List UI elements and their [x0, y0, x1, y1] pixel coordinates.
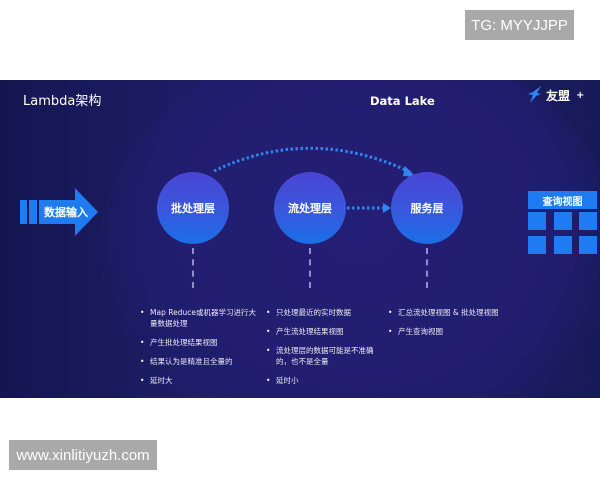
logo: 友盟 + — [527, 85, 584, 105]
logo-brand: 友盟 — [546, 88, 571, 103]
bullet-item: 结果认为是精准且全量的 — [140, 356, 260, 367]
bullet-item: 延时大 — [140, 375, 260, 386]
stream-layer-bullets: 只处理最近的实时数据 产生流处理结果视图 流处理层的数据可能是不准确的，也不是全… — [266, 307, 386, 394]
query-view-label: 查询视图 — [528, 191, 597, 209]
stream-layer-label: 流处理层 — [288, 202, 332, 215]
serving-layer-bullets: 汇总流处理视图 & 批处理视图 产生查询视图 — [388, 307, 518, 345]
logo-plus: + — [576, 89, 585, 101]
arrow-right-icon — [20, 188, 98, 236]
watermark-top: TG: MYYJJPP — [465, 10, 574, 40]
serving-layer-node: 服务层 — [391, 172, 463, 244]
stream-layer-node: 流处理层 — [274, 172, 346, 244]
lambda-architecture-slide: Lambda架构 Data Lake 友盟 + 数据输入 批处理层 流处理层 服… — [0, 80, 600, 398]
bullet-item: 汇总流处理视图 & 批处理视图 — [388, 307, 518, 318]
stream-connector — [309, 248, 311, 288]
watermark-bottom: www.xinlitiyuzh.com — [9, 440, 157, 470]
query-tile — [528, 212, 546, 230]
query-view-tiles — [528, 212, 597, 254]
bullet-item: 只处理最近的实时数据 — [266, 307, 386, 318]
batch-to-serve-arrow — [213, 146, 411, 174]
serving-layer-label: 服务层 — [410, 202, 444, 215]
query-tile — [553, 212, 572, 230]
query-tile — [579, 236, 597, 254]
batch-connector — [192, 248, 194, 288]
batch-layer-node: 批处理层 — [157, 172, 229, 244]
bullet-item: 产生批处理结果视图 — [140, 337, 260, 348]
arrowhead-icon — [383, 203, 391, 213]
serve-connector — [426, 248, 428, 288]
data-lake-label: Data Lake — [370, 94, 435, 108]
query-tile — [528, 236, 546, 254]
bullet-item: Map Reduce或机器学习进行大量数据处理 — [140, 307, 260, 329]
query-tile — [553, 236, 572, 254]
batch-layer-label: 批处理层 — [171, 202, 215, 215]
slide-title: Lambda架构 — [23, 94, 102, 109]
bullet-item: 产生流处理结果视图 — [266, 326, 386, 337]
bird-feather-icon — [528, 86, 541, 103]
data-input-label: 数据输入 — [44, 206, 88, 219]
batch-layer-bullets: Map Reduce或机器学习进行大量数据处理 产生批处理结果视图 结果认为是精… — [140, 307, 260, 394]
bullet-item: 产生查询视图 — [388, 326, 518, 337]
bullet-item: 流处理层的数据可能是不准确的，也不是全量 — [266, 345, 386, 367]
query-tile — [579, 212, 597, 230]
bullet-item: 延时小 — [266, 375, 386, 386]
